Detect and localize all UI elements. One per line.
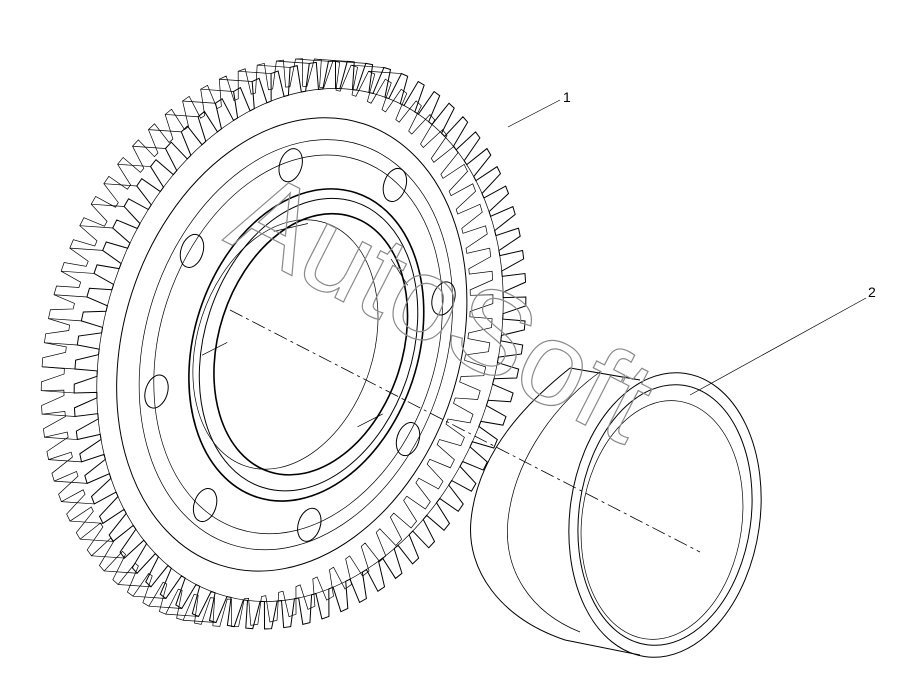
gear-tooth-flank (91, 203, 125, 207)
gear-tooth-flank (91, 555, 125, 559)
gear-hole (278, 148, 303, 183)
gear-tooth-flank (70, 520, 103, 524)
gear-tooth-flank (165, 613, 199, 617)
gear-tooth-flank (219, 78, 253, 82)
bushing-bottom-edge (564, 639, 641, 656)
gear-tooth-flank (117, 163, 151, 167)
gear-hole (179, 233, 205, 268)
gear-hub-chamfer (198, 197, 419, 492)
centre-axis (229, 309, 701, 553)
bushing-sleeve (470, 367, 762, 658)
gear-tooth-flank (48, 459, 82, 463)
watermark: AutoSoft (210, 146, 673, 469)
gear-tooth-flank (48, 318, 82, 322)
gear-hole (431, 281, 456, 316)
bushing-top-edge (569, 367, 641, 381)
gear-hole (192, 487, 218, 523)
gear-tooth-flank (132, 145, 166, 149)
callout-2-label: 2 (868, 284, 876, 300)
gear-tooth-flank (148, 129, 182, 133)
gear-tooth-flank (44, 342, 78, 346)
gear-hole (395, 422, 421, 457)
gear-root-circle (96, 88, 504, 602)
callout-2: 2 (689, 284, 876, 396)
gear-tooth-flank (79, 225, 113, 229)
gear-tooth-flank (104, 570, 138, 574)
gear-tooth-flank (42, 366, 75, 370)
gear-tooth-flank (54, 480, 88, 484)
gear-hub-outer (188, 188, 425, 502)
gear-tooth-flank (314, 58, 348, 62)
gear-tooth-flank (332, 60, 366, 64)
gear-tooth-flank (165, 114, 199, 118)
bushing-back-edge (470, 367, 571, 641)
callout-2-leader (689, 297, 867, 396)
gear-tooth-flank (148, 605, 182, 609)
gear-bore (213, 212, 409, 476)
gear-tooth-flank (44, 436, 78, 440)
gear-tooth-flank (103, 183, 137, 187)
gear-tooth-flank (276, 60, 310, 64)
gear-back-teeth (40, 58, 494, 628)
gear-tooth-flank (351, 64, 384, 68)
gear-tooth-flank (182, 100, 216, 104)
bushing-front-inner (577, 384, 753, 646)
gear-tooth-flanks (41, 58, 402, 623)
gear-web-step-2 (153, 154, 443, 535)
helical-gear (40, 58, 527, 630)
gear-tooth-flank (238, 70, 272, 74)
gear-tooth-flank (257, 64, 291, 68)
gear-web-outer (116, 117, 468, 572)
gear-tooth-flank (80, 538, 114, 542)
gear-tooth-flank (69, 247, 103, 251)
bore-spline (390, 258, 408, 286)
gear-bore-back (192, 219, 379, 470)
gear-hole (297, 507, 322, 542)
gear-hole (382, 167, 408, 203)
bore-spline (201, 342, 228, 356)
gear-tooth-flank (295, 58, 329, 62)
gear-tooth-flank (61, 270, 95, 274)
bushing-front-outer (568, 372, 762, 658)
gear-lightening-holes (144, 148, 456, 542)
gear-tooth-flank (368, 70, 402, 74)
bore-spline (357, 413, 383, 428)
bushing-shade-line (507, 371, 601, 633)
gear-tooth-flank (183, 619, 217, 623)
gear-tooth-flank (41, 390, 75, 394)
gear-tooth-flank (200, 88, 234, 92)
bushing-bore (580, 400, 744, 640)
callout-1-label: 1 (563, 89, 571, 105)
callout-1: 1 (507, 89, 571, 128)
gear-tooth-flank (61, 501, 95, 505)
gear-hole (144, 374, 169, 409)
bore-spline (273, 223, 309, 232)
gear-tooth-flank (132, 595, 166, 599)
gear-tooth-flank (118, 584, 152, 588)
gear-tooth-flank (53, 294, 87, 298)
gear-tooth-flank (42, 413, 76, 417)
callout-1-leader (507, 99, 561, 128)
gear-web-step (138, 139, 453, 551)
